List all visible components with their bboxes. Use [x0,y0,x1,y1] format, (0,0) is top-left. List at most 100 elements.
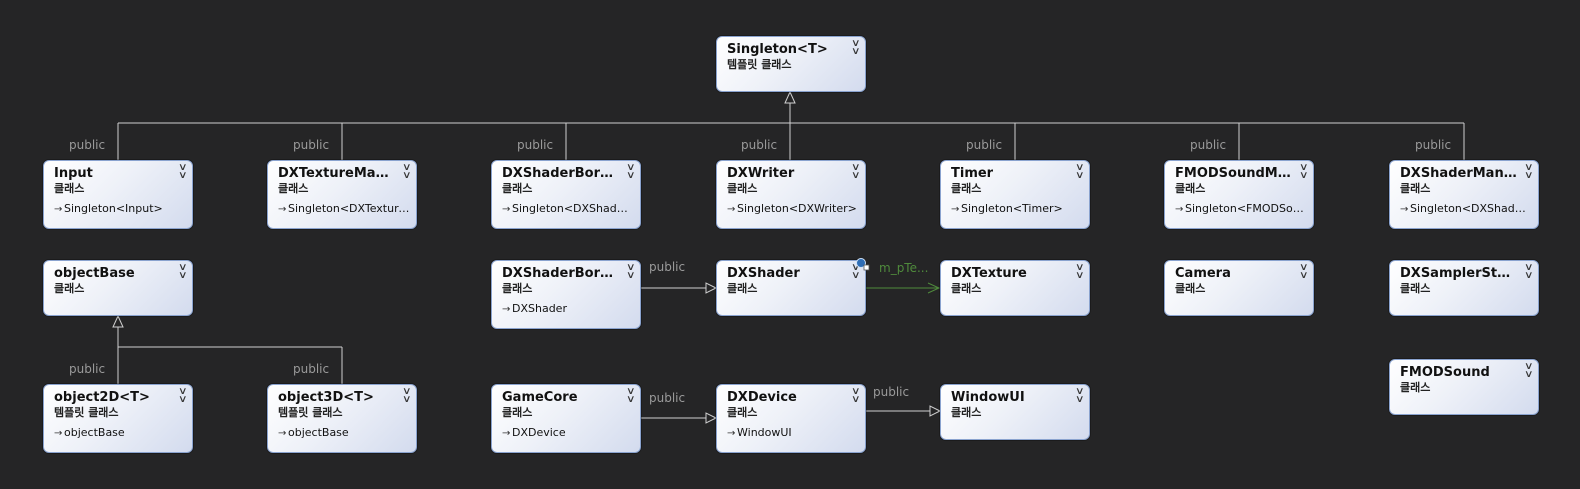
class-title: DXShader [727,266,800,281]
class-kind: 클래스 [1175,182,1206,195]
collapse-chevron-icon[interactable]: ∨∨ [1074,162,1085,181]
class-node-dxsamplerstate[interactable]: DXSamplerState 클래스 ∨∨ [1389,260,1539,316]
collapse-chevron-icon[interactable]: ∨∨ [850,386,861,405]
class-title: DXShaderMana... [1400,166,1518,181]
base-type: →DXShader [502,302,567,315]
class-node-dxtexturemanager[interactable]: DXTextureMana... 클래스 →Singleton<DXTextur… [267,160,417,229]
collapse-chevron-icon[interactable]: ∨∨ [177,386,188,405]
collapse-chevron-icon[interactable]: ∨∨ [177,162,188,181]
inherits-arrow-icon: → [951,204,960,215]
class-kind: 클래스 [1175,282,1206,295]
inherit-label-input: public [69,138,106,152]
collapse-chevron-icon[interactable]: ∨∨ [625,162,636,181]
class-node-dxdevice[interactable]: DXDevice 클래스 →WindowUI ∨∨ [716,384,866,453]
inherit-label-dxshaderborder: public [649,260,686,274]
collapse-chevron-icon[interactable]: ∨∨ [401,386,412,405]
class-kind: 클래스 [502,282,533,295]
inherits-arrow-icon: → [278,428,287,439]
collapse-chevron-icon[interactable]: ∨∨ [625,262,636,281]
class-node-object3d[interactable]: object3D<T> 템플릿 클래스 →objectBase ∨∨ [267,384,417,453]
collapse-chevron-icon[interactable]: ∨∨ [401,162,412,181]
class-node-dxshaderborder[interactable]: DXShaderBorder 클래스 →DXShader ∨∨ [491,260,641,329]
inherits-arrow-icon: → [54,428,63,439]
base-type: →objectBase [54,426,125,439]
class-node-singleton[interactable]: Singleton<T> 템플릿 클래스 ∨∨ [716,36,866,92]
class-node-dxshadermanager[interactable]: DXShaderMana... 클래스 →Singleton<DXShader.… [1389,160,1539,229]
class-node-timer[interactable]: Timer 클래스 →Singleton<Timer> ∨∨ [940,160,1090,229]
class-kind: 템플릿 클래스 [278,406,343,419]
class-title: Timer [951,166,994,181]
collapse-chevron-icon[interactable]: ∨∨ [850,162,861,181]
inherits-arrow-icon: → [727,428,736,439]
class-kind: 템플릿 클래스 [54,406,119,419]
inherit-label-dxdevice: public [873,385,910,399]
class-kind: 클래스 [951,182,982,195]
class-title: DXDevice [727,390,797,405]
collapse-chevron-icon[interactable]: ∨∨ [1523,262,1534,281]
class-node-objectbase[interactable]: objectBase 클래스 ∨∨ [43,260,193,316]
collapse-chevron-icon[interactable]: ∨∨ [850,262,861,281]
inherit-label-fmodsoundmanager: public [1190,138,1227,152]
class-kind: 클래스 [951,406,982,419]
inherits-arrow-icon: → [502,204,511,215]
inherits-arrow-icon: → [727,204,736,215]
class-kind: 클래스 [502,406,533,419]
class-kind: 클래스 [1400,182,1431,195]
inherits-arrow-icon: → [1175,204,1184,215]
class-node-fmodsound[interactable]: FMODSound 클래스 ∨∨ [1389,359,1539,415]
base-type: →Singleton<Input> [54,202,163,215]
class-title: DXWriter [727,166,795,181]
collapse-chevron-icon[interactable]: ∨∨ [1074,262,1085,281]
class-kind: 클래스 [54,182,85,195]
inherit-label-dxshadermanager: public [1415,138,1452,152]
class-kind: 클래스 [1400,282,1431,295]
base-type: →Singleton<Timer> [951,202,1063,215]
inherits-arrow-icon: → [278,204,287,215]
class-title: FMODSoundMa... [1175,166,1293,181]
collapse-chevron-icon[interactable]: ∨∨ [1523,162,1534,181]
class-node-windowui[interactable]: WindowUI 클래스 ∨∨ [940,384,1090,440]
class-kind: 클래스 [951,282,982,295]
inherit-label-dxtexturemanager: public [293,138,330,152]
class-node-dxshaderbordermanager[interactable]: DXShaderBorde... 클래스 →Singleton<DXShader… [491,160,641,229]
collapse-chevron-icon[interactable]: ∨∨ [1523,361,1534,380]
collapse-chevron-icon[interactable]: ∨∨ [1074,386,1085,405]
association-label-texture[interactable]: m_pTe... [879,261,929,275]
collapse-chevron-icon[interactable]: ∨∨ [850,38,861,57]
collapse-chevron-icon[interactable]: ∨∨ [177,262,188,281]
collapse-chevron-icon[interactable]: ∨∨ [1298,162,1309,181]
class-kind: 클래스 [1400,381,1431,394]
class-title: DXTextureMana... [278,166,396,181]
collapse-chevron-icon[interactable]: ∨∨ [1298,262,1309,281]
class-node-camera[interactable]: Camera 클래스 ∨∨ [1164,260,1314,316]
class-kind: 클래스 [727,406,758,419]
class-title: object3D<T> [278,390,374,405]
class-title: FMODSound [1400,365,1490,380]
class-node-gamecore[interactable]: GameCore 클래스 →DXDevice ∨∨ [491,384,641,453]
class-node-dxshader[interactable]: DXShader 클래스 ∨∨ [716,258,870,316]
base-type: →Singleton<DXWriter> [727,202,857,215]
class-kind: 클래스 [502,182,533,195]
inherit-label-gamecore: public [649,391,686,405]
collapse-chevron-icon[interactable]: ∨∨ [625,386,636,405]
inherit-label-object3d: public [293,362,330,376]
class-title: objectBase [54,266,135,281]
class-title: DXShaderBorder [502,266,620,281]
class-node-dxtexture[interactable]: DXTexture 클래스 ∨∨ [940,260,1090,316]
class-title: object2D<T> [54,390,150,405]
class-title: Input [54,166,93,181]
class-node-input[interactable]: Input 클래스 →Singleton<Input> ∨∨ [43,160,193,229]
class-kind: 클래스 [727,282,758,295]
class-title: GameCore [502,390,578,405]
inherit-label-object2d: public [69,362,106,376]
class-node-object2d[interactable]: object2D<T> 템플릿 클래스 →objectBase ∨∨ [43,384,193,453]
class-title: DXShaderBorde... [502,166,620,181]
class-node-dxwriter[interactable]: DXWriter 클래스 →Singleton<DXWriter> ∨∨ [716,160,866,229]
association-member-icon[interactable] [855,257,871,271]
base-type: →Singleton<DXTexture... [278,202,410,215]
base-type: →WindowUI [727,426,792,439]
class-kind: 클래스 [278,182,309,195]
class-node-fmodsoundmanager[interactable]: FMODSoundMa... 클래스 →Singleton<FMODSou...… [1164,160,1314,229]
base-type: →DXDevice [502,426,566,439]
